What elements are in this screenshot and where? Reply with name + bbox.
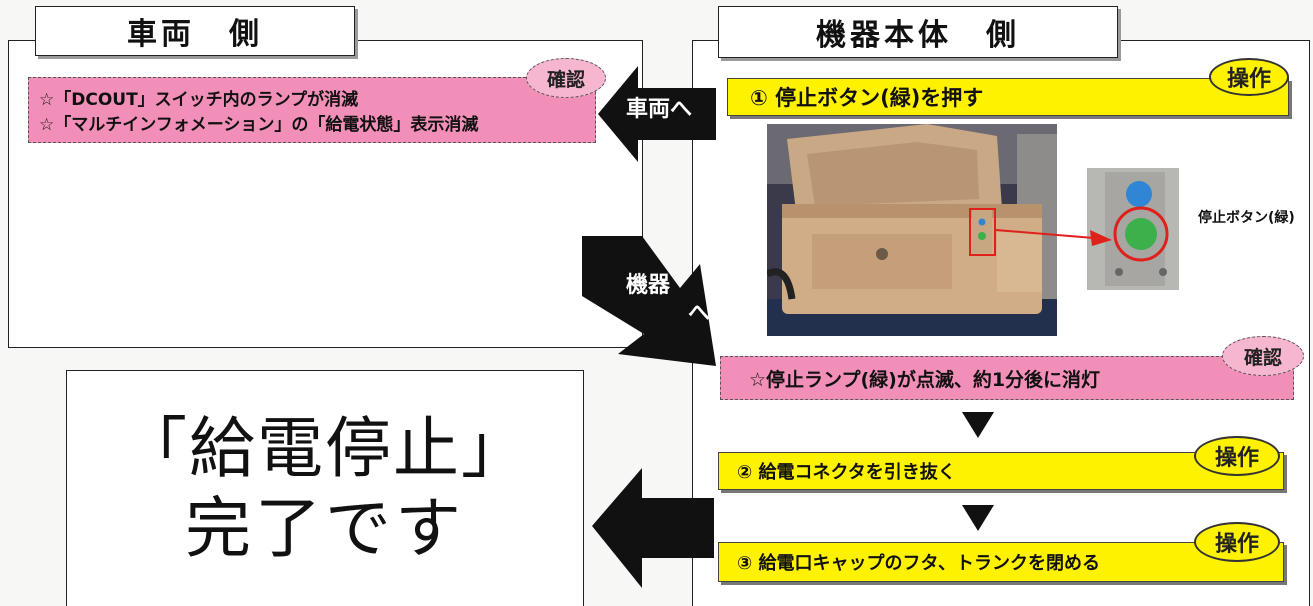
flow-arrow-down-2	[962, 505, 994, 531]
vehicle-check-line-1: ☆「DCOUT」スイッチ内のランプが消滅	[39, 90, 359, 110]
step-3-text: ③ 給電口キャップのフタ、トランクを閉める	[737, 553, 1100, 574]
arrow-to-device-label-2: へ	[688, 301, 711, 326]
step-1-badge: 操作	[1209, 58, 1289, 96]
completion-line-2: 完了です	[185, 489, 465, 567]
device-check-badge: 確認	[1222, 336, 1304, 376]
completion-box: 「給電停止」 完了です	[66, 370, 584, 606]
arrow-to-completion	[592, 468, 714, 588]
arrow-to-device-label-1: 機器	[626, 273, 671, 298]
step-1-box: ① 停止ボタン(緑)を押す	[727, 78, 1289, 116]
vehicle-side-header: 車両 側	[35, 6, 355, 56]
flow-arrow-down-1	[962, 412, 994, 438]
arrow-to-vehicle-label: 車両へ	[626, 97, 693, 122]
step-2-badge: 操作	[1194, 436, 1280, 476]
vehicle-check-box: ☆「DCOUT」スイッチ内のランプが消滅 ☆「マルチインフォメーション」の「給電…	[28, 77, 596, 143]
arrow-to-device	[582, 236, 716, 366]
stop-button-label: 停止ボタン(緑)	[1198, 210, 1295, 226]
step-2-text: ② 給電コネクタを引き抜く	[737, 462, 956, 483]
completion-line-1: 「給電停止」	[121, 410, 529, 488]
vehicle-check-badge: 確認	[526, 58, 606, 98]
device-check-text: ☆停止ランプ(緑)が点滅、約1分後に消灯	[749, 368, 1101, 391]
step-3-box: ③ 給電口キャップのフタ、トランクを閉める	[718, 542, 1284, 582]
device-check-box: ☆停止ランプ(緑)が点滅、約1分後に消灯	[720, 356, 1294, 400]
arrow-to-vehicle	[598, 66, 716, 162]
step-2-box: ② 給電コネクタを引き抜く	[718, 452, 1284, 490]
closeup-pointer-arrow	[995, 229, 1112, 246]
device-side-header: 機器本体 側	[718, 6, 1118, 58]
step-3-badge: 操作	[1194, 522, 1280, 562]
stop-button-closeup	[1087, 168, 1179, 290]
device-photo	[767, 124, 1057, 336]
step-1-text: ① 停止ボタン(緑)を押す	[750, 86, 984, 110]
vehicle-check-line-2: ☆「マルチインフォメーション」の「給電状態」表示消滅	[39, 115, 479, 135]
